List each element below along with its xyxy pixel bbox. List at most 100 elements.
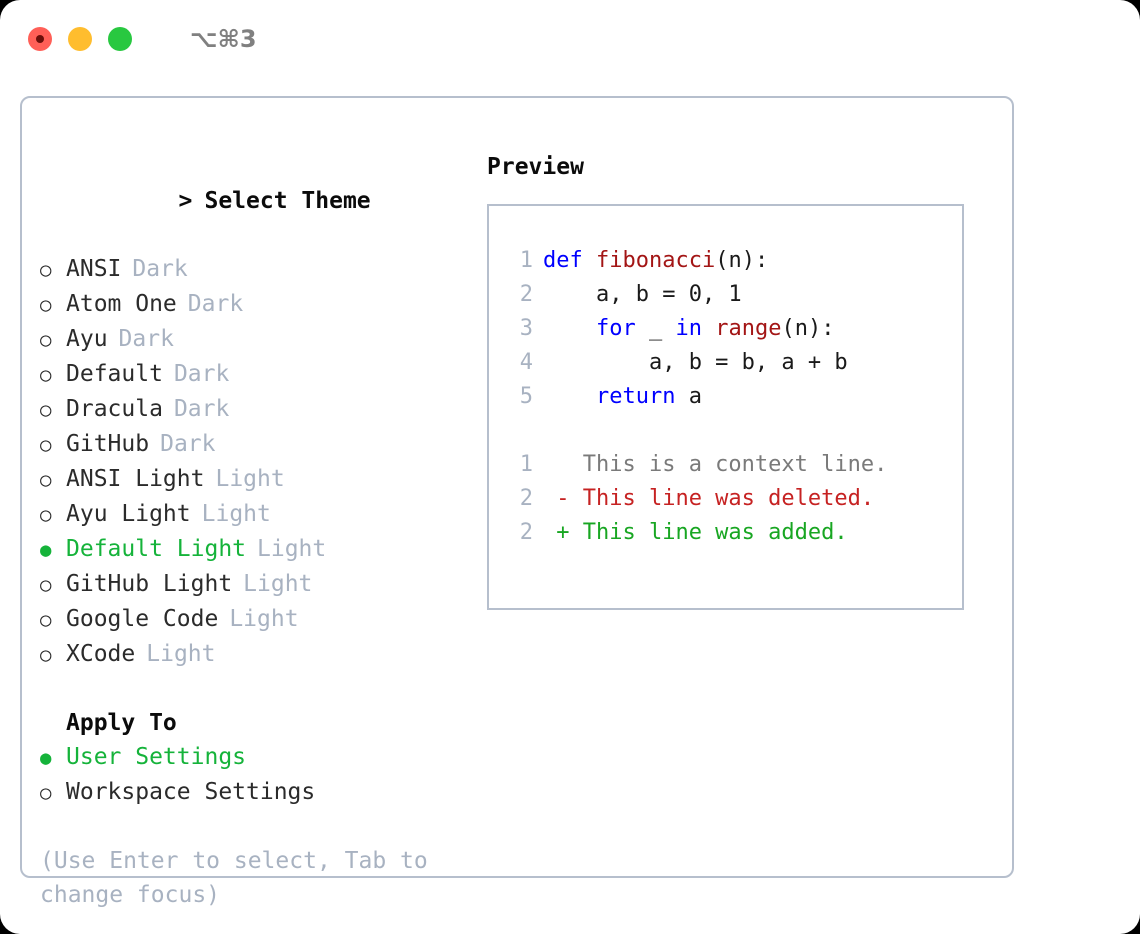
code-token — [543, 316, 596, 341]
code-token: return — [595, 384, 676, 409]
apply-to-option-label: Workspace Settings — [66, 779, 316, 805]
line-number: 2 — [519, 282, 533, 307]
theme-option-default-light[interactable]: ● Default Light Light — [40, 532, 487, 567]
theme-option-label: Atom One — [66, 291, 177, 317]
radio-unselected-icon: ○ — [40, 574, 52, 596]
theme-option-tag: Dark — [173, 396, 230, 422]
code-token: def — [543, 248, 596, 273]
list-spacer — [40, 672, 487, 706]
diff-line-add: 2 + This line was added. — [507, 516, 962, 550]
theme-option-xcode[interactable]: ○ XCode Light — [40, 637, 487, 672]
theme-option-label: GitHub Light — [66, 571, 233, 597]
code-line: 3 for _ in range(n): — [507, 312, 962, 346]
line-number: 2 — [519, 486, 533, 511]
window-title-bar: ⌥⌘3 — [0, 0, 1140, 78]
radio-unselected-icon: ○ — [40, 364, 52, 386]
code-token: _ — [635, 316, 676, 341]
theme-option-tag: Light — [229, 606, 299, 632]
code-spacer — [507, 414, 962, 448]
apply-to-option-label: User Settings — [66, 744, 247, 770]
theme-option-dracula[interactable]: ○ Dracula Dark — [40, 392, 487, 427]
radio-unselected-icon: ○ — [40, 782, 52, 804]
minimize-button[interactable] — [68, 27, 92, 51]
diff-line-text: This is a context line. — [543, 452, 888, 477]
theme-option-label: GitHub — [66, 431, 150, 457]
theme-option-atom-one[interactable]: ○ Atom One Dark — [40, 287, 487, 322]
theme-option-google-code[interactable]: ○ Google Code Light — [40, 602, 487, 637]
theme-option-label: ANSI Light — [66, 466, 205, 492]
code-token: a, b = 0, 1 — [543, 282, 742, 307]
radio-unselected-icon: ○ — [40, 399, 52, 421]
theme-option-tag: Light — [243, 571, 313, 597]
code-token: in — [675, 316, 702, 341]
maximize-button[interactable] — [108, 27, 132, 51]
code-line: 2 a, b = 0, 1 — [507, 278, 962, 312]
code-token: a, b = b, a + b — [543, 350, 848, 375]
code-line: 5 return a — [507, 380, 962, 414]
theme-option-label: XCode — [66, 641, 136, 667]
apply-to-option-user-settings[interactable]: ● User Settings — [40, 740, 487, 775]
theme-option-label: Google Code — [66, 606, 219, 632]
theme-option-github-light[interactable]: ○ GitHub Light Light — [40, 567, 487, 602]
theme-option-tag: Dark — [173, 361, 230, 387]
preview-heading: Preview — [487, 154, 584, 180]
theme-option-default[interactable]: ○ Default Dark — [40, 357, 487, 392]
keyboard-hint-text: (Use Enter to select, Tab to change focu… — [40, 848, 442, 908]
radio-selected-icon: ● — [40, 539, 52, 561]
theme-option-label: Default — [66, 361, 163, 387]
close-button[interactable] — [28, 27, 52, 51]
line-number: 5 — [519, 384, 533, 409]
theme-option-tag: Light — [201, 501, 271, 527]
theme-option-tag: Dark — [118, 326, 174, 352]
code-token — [702, 316, 715, 341]
code-line: 4 a, b = b, a + b — [507, 346, 962, 380]
apply-to-heading: Apply To — [66, 710, 177, 736]
theme-option-tag: Dark — [160, 431, 216, 457]
code-token: for — [595, 316, 636, 341]
theme-option-label: Ayu — [66, 326, 108, 352]
diff-line-text: + This line was added. — [543, 520, 848, 545]
apply-to-option-workspace-settings[interactable]: ○ Workspace Settings — [40, 775, 487, 810]
radio-unselected-icon: ○ — [40, 504, 52, 526]
line-number: 2 — [519, 520, 533, 545]
theme-option-label: Default Light — [66, 536, 247, 562]
select-theme-heading: > Select Theme — [40, 150, 487, 252]
apply-to-list: ● User Settings ○ Workspace Settings — [40, 740, 487, 810]
theme-option-tag: Light — [215, 466, 285, 492]
theme-option-tag: Light — [146, 641, 216, 667]
theme-option-label: ANSI — [66, 256, 122, 282]
code-token: fibonacci — [595, 248, 716, 273]
line-number: 4 — [519, 350, 533, 375]
theme-option-label: Dracula — [66, 396, 163, 422]
caret-icon: > — [178, 188, 193, 214]
line-number: 1 — [519, 248, 533, 273]
theme-option-ayu-light[interactable]: ○ Ayu Light Light — [40, 497, 487, 532]
diff-sample: 1 This is a context line.2 - This line w… — [507, 448, 962, 550]
radio-unselected-icon: ○ — [40, 294, 52, 316]
keyboard-shortcut-label: ⌥⌘3 — [190, 25, 257, 53]
radio-unselected-icon: ○ — [40, 609, 52, 631]
theme-option-tag: Light — [257, 536, 327, 562]
code-token — [543, 384, 596, 409]
radio-unselected-icon: ○ — [40, 644, 52, 666]
diff-line-ctx: 1 This is a context line. — [507, 448, 962, 482]
code-token: (n): — [781, 316, 835, 341]
theme-option-tag: Dark — [187, 291, 244, 317]
theme-option-label: Ayu Light — [66, 501, 191, 527]
radio-unselected-icon: ○ — [40, 259, 52, 281]
select-theme-title: Select Theme — [204, 188, 371, 214]
radio-selected-icon: ● — [40, 747, 52, 769]
line-number: 3 — [519, 316, 533, 341]
